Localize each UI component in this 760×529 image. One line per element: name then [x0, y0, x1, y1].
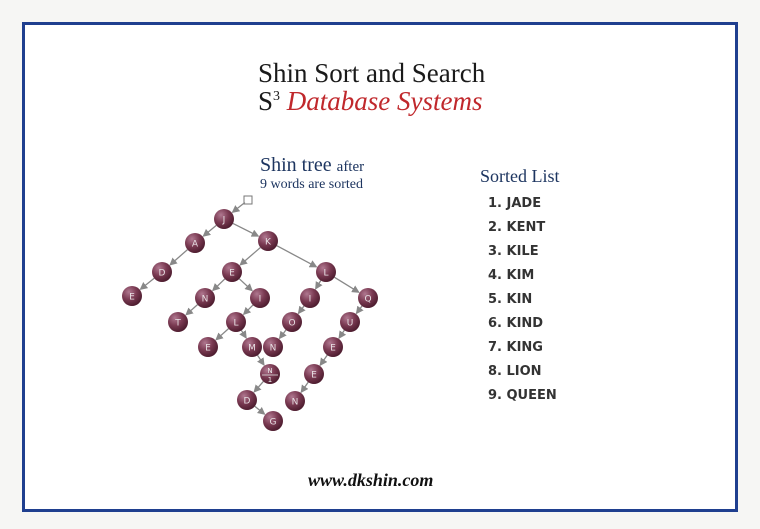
tree-node	[226, 312, 246, 332]
tree-edge	[253, 381, 264, 393]
tree-edge	[278, 329, 287, 340]
tree-node	[214, 209, 234, 229]
tree-edge	[185, 304, 198, 316]
tree-edge	[139, 277, 155, 290]
tree-node	[222, 262, 242, 282]
title-line2: S3 Database Systems	[258, 86, 483, 116]
tree-edge	[169, 249, 188, 266]
tree-node	[258, 231, 278, 251]
tree-node-label: I	[309, 295, 312, 305]
tree-edge	[231, 201, 246, 213]
tree-node	[282, 312, 302, 332]
tree-node	[316, 262, 336, 282]
sorted-list-item: 5. KIN	[488, 292, 533, 307]
tree-node-label: Q	[364, 295, 371, 305]
tree-subheading: 9 words are sorted	[260, 177, 364, 192]
tree-node-label: E	[229, 269, 235, 279]
tree-node-label: E	[330, 344, 336, 354]
tree-edge	[297, 305, 306, 315]
tree-edge	[215, 328, 229, 341]
tree-node	[358, 288, 378, 308]
sorted-list-item: 2. KENT	[488, 220, 546, 235]
tree-edge	[239, 247, 261, 266]
tree-node	[340, 312, 360, 332]
tree-node	[263, 411, 283, 431]
tree-node	[185, 233, 205, 253]
tree-node-label: E	[311, 371, 317, 381]
tree-node	[237, 390, 257, 410]
tree-node	[263, 337, 283, 357]
tree-edge	[334, 276, 360, 293]
tree-edge	[242, 304, 254, 316]
tree-node-label: N	[267, 367, 272, 375]
tree-node	[304, 364, 324, 384]
tree-heading: Shin tree after	[260, 154, 365, 176]
tree-edge	[319, 354, 328, 367]
sorted-list-item: 8. LION	[488, 364, 542, 379]
tree-node	[285, 391, 305, 411]
tree-node-label: D	[244, 397, 251, 407]
tree-node	[242, 337, 262, 357]
tree-edge	[338, 329, 347, 339]
tree-node	[198, 337, 218, 357]
tree-node-label: N	[270, 344, 277, 354]
tree-node-label: E	[205, 344, 211, 354]
tree-node-label: A	[192, 240, 199, 250]
tree-edge	[211, 278, 226, 292]
tree-node-label: O	[288, 319, 295, 329]
sorted-list-item: 3. KILE	[488, 244, 539, 259]
tree-node-label: J	[222, 216, 226, 226]
tree-node-label: I	[259, 295, 262, 305]
tree-edge	[257, 354, 265, 366]
tree-edge	[238, 278, 253, 292]
tree-node	[152, 262, 172, 282]
sorted-list-item: 9. QUEEN	[488, 388, 557, 403]
tree-node-label: M	[248, 344, 256, 354]
tree-node-label: U	[347, 319, 354, 329]
tree-node-label: N	[292, 398, 299, 408]
tree-node	[260, 364, 280, 384]
tree-edge	[300, 381, 309, 394]
sorted-list-item: 7. KING	[488, 340, 543, 355]
tree-node-label: G	[270, 418, 277, 428]
tree-node	[195, 288, 215, 308]
title-line1: Shin Sort and Search	[258, 58, 486, 88]
card-frame	[22, 22, 738, 512]
tree-edge	[355, 305, 364, 315]
tree-node	[300, 288, 320, 308]
tree-node	[250, 288, 270, 308]
tree-node-count: 1	[268, 376, 272, 384]
tree-node	[168, 312, 188, 332]
tree-edge	[232, 222, 260, 237]
sorted-list: 1. JADE 2. KENT 3. KILE 4. KIM 5. KIN 6. KIND…	[488, 196, 557, 412]
tree-node-label: T	[174, 319, 181, 329]
tree-node-label: K	[265, 238, 272, 248]
tree-node	[323, 337, 343, 357]
tree-node-label: L	[233, 319, 238, 329]
sorted-list-item: 1. JADE	[488, 196, 542, 211]
sorted-list-item: 6. KIND	[488, 316, 544, 331]
tree-node-label: D	[159, 269, 166, 279]
tree-edge	[254, 405, 266, 415]
tree-node-label: N	[202, 295, 209, 305]
tree-edge	[315, 280, 323, 290]
sorted-list-heading: Sorted List	[480, 166, 560, 186]
root-pointer-box	[243, 195, 253, 205]
tree-node	[122, 286, 142, 306]
tree-node-label: L	[323, 269, 328, 279]
tree-node-label: E	[129, 293, 135, 303]
tree-edge	[202, 224, 217, 237]
tree-edge	[276, 245, 318, 268]
website-url: www.dkshin.com	[308, 470, 434, 490]
sorted-list-item: 4. KIM	[488, 268, 535, 283]
tree-edge	[239, 330, 247, 339]
